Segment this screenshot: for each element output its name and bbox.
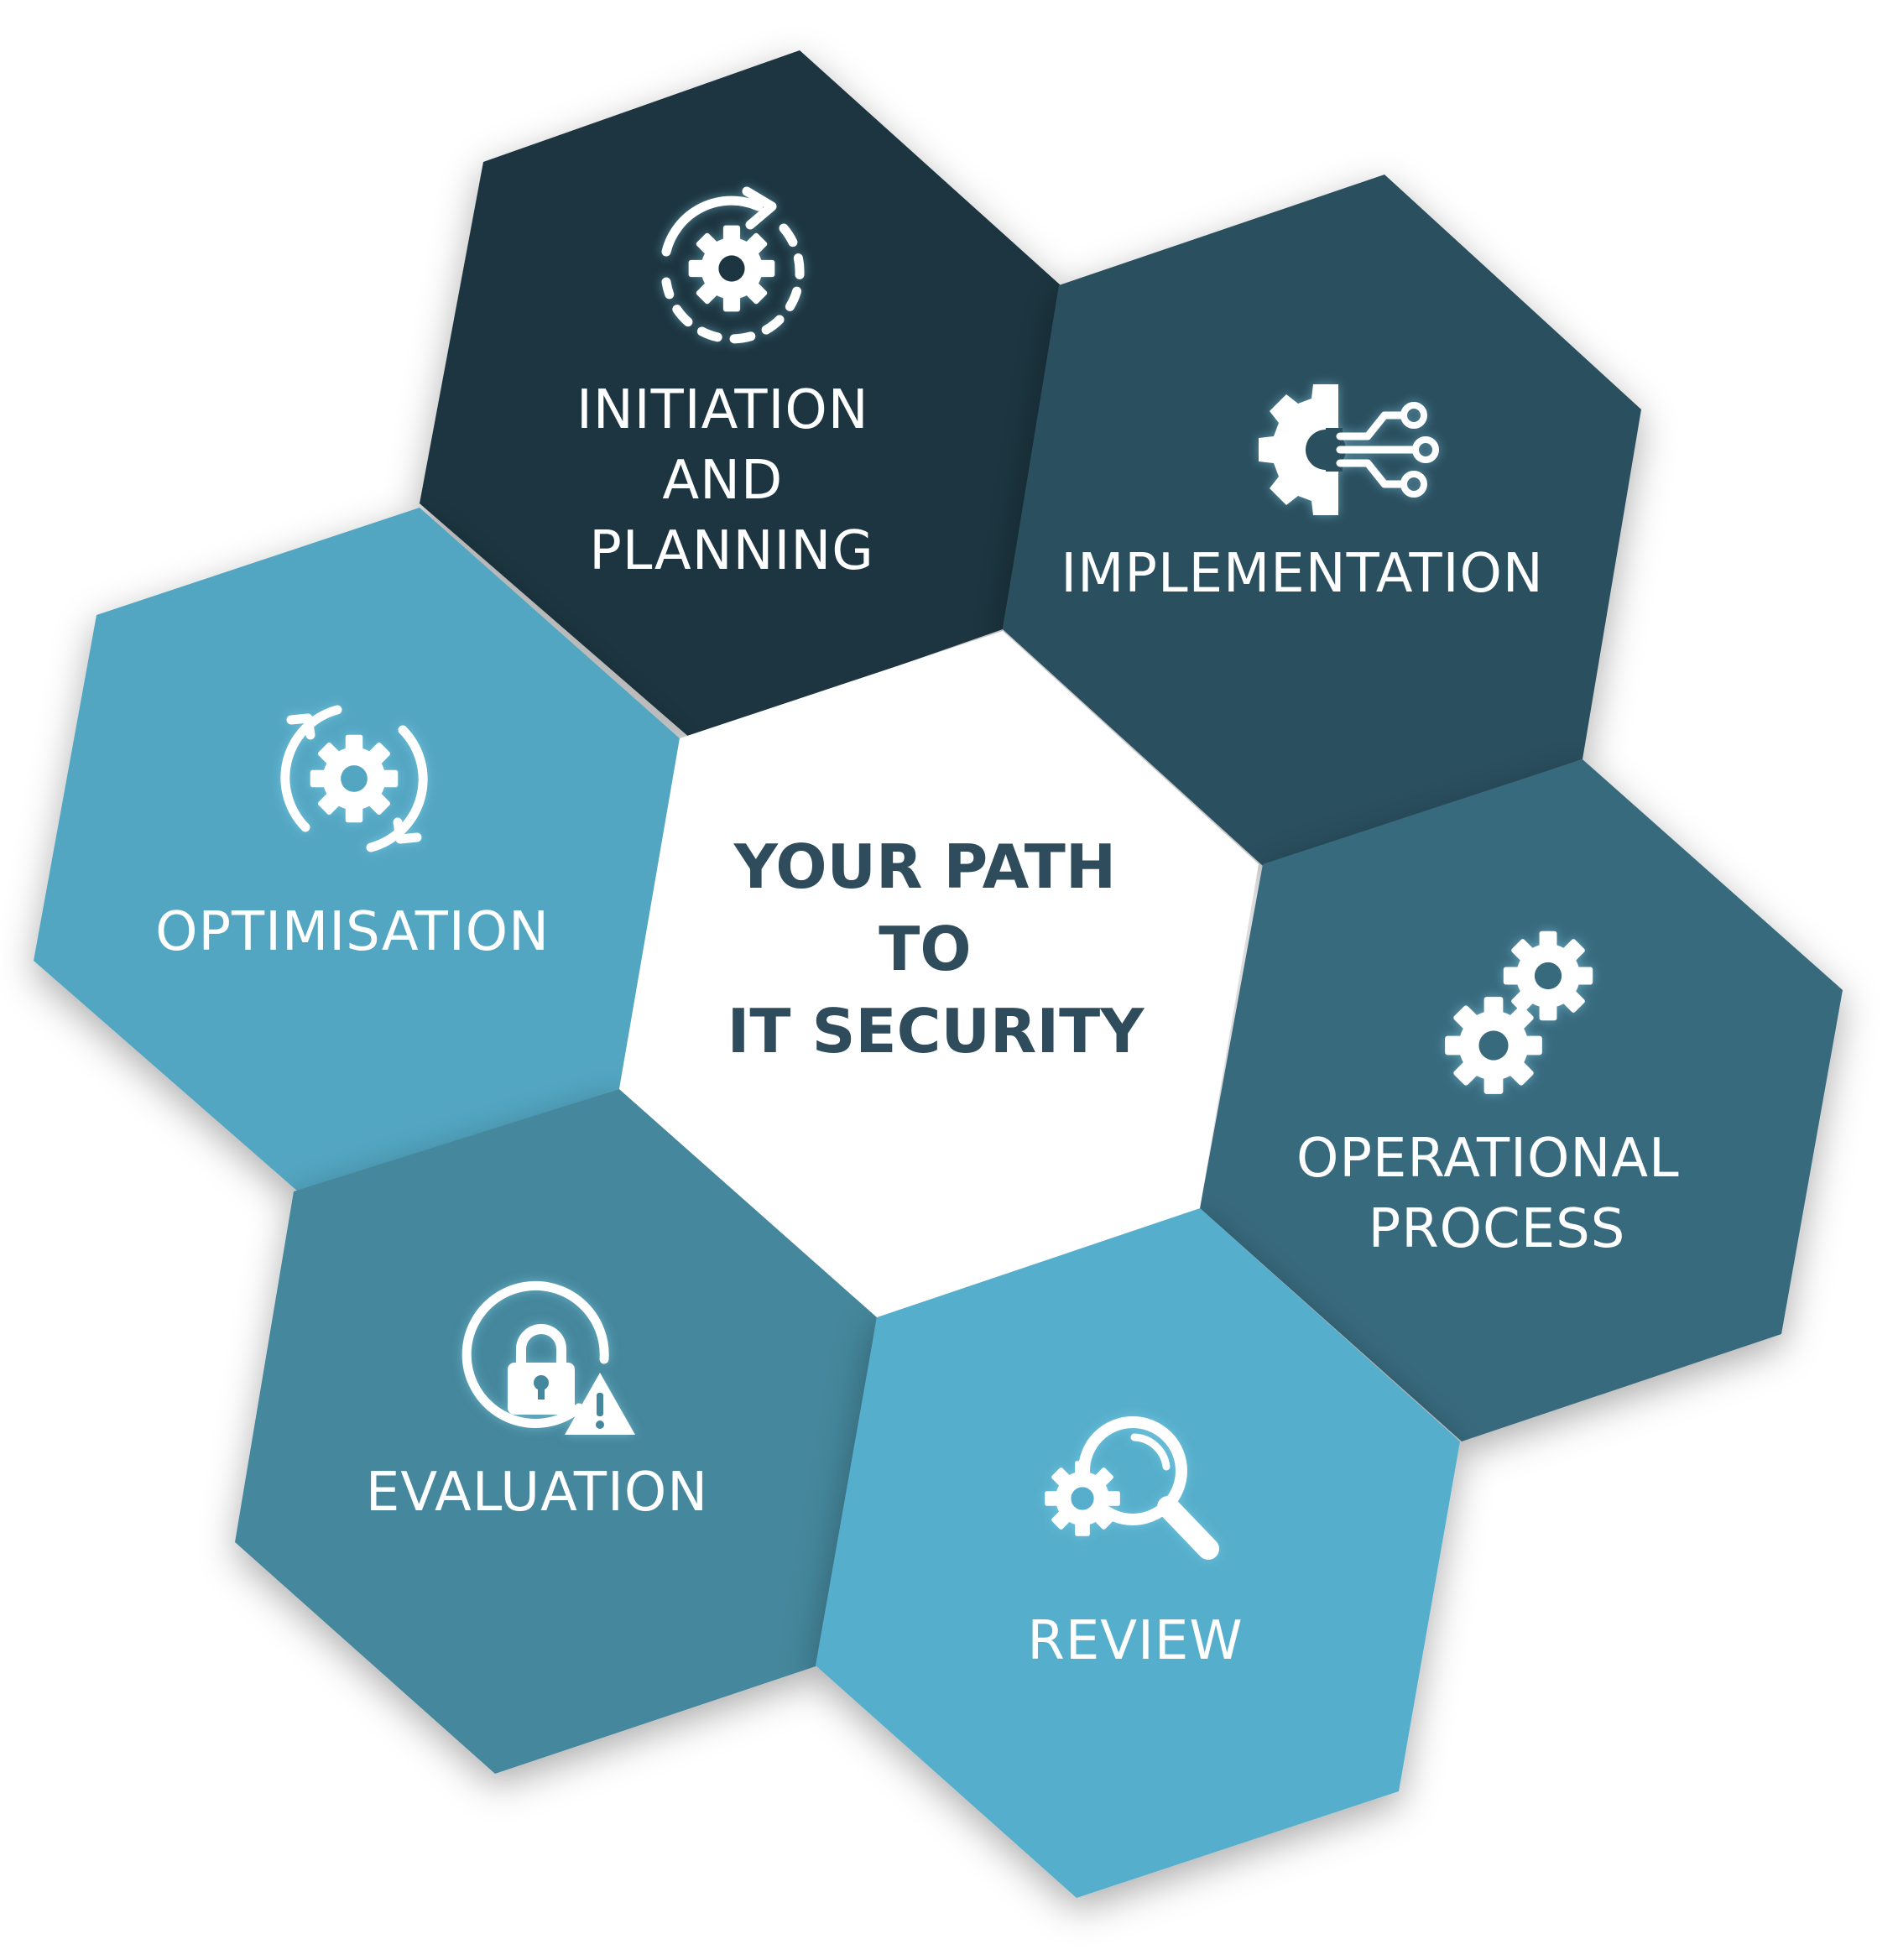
label-review: REVIEW	[1027, 1610, 1243, 1672]
hexagon-optimisation	[34, 508, 680, 1191]
hexagon-evaluation	[235, 1089, 877, 1774]
hexagon-review	[816, 1208, 1460, 1898]
center-title: YOUR PATH TO IT SECURITY	[727, 831, 1145, 1066]
stage-operational-process	[1200, 759, 1843, 1441]
gear-circuit-icon	[1259, 384, 1439, 515]
gear-magnifier-icon	[1045, 1416, 1219, 1560]
stage-review	[816, 1208, 1460, 1898]
refresh-gear-icon	[280, 705, 428, 852]
stage-implementation	[1003, 175, 1641, 866]
cycle-gear-icon	[661, 186, 805, 344]
label-implementation: IMPLEMENTATION	[1061, 543, 1543, 605]
stage-initiation-planning	[420, 50, 1061, 738]
labels: INITIATION AND PLANNING IMPLEMENTATION O…	[155, 379, 1697, 1672]
stage-optimisation	[34, 508, 680, 1191]
label-initiation: INITIATION AND PLANNING	[576, 379, 887, 582]
hexagon-center	[619, 631, 1259, 1317]
label-optimisation: OPTIMISATION	[155, 901, 550, 963]
center-hub	[619, 631, 1259, 1317]
hexagon-operational	[1200, 759, 1843, 1441]
hexagon-initiation	[420, 50, 1061, 738]
lock-warning-icon	[461, 1280, 635, 1435]
stage-evaluation	[235, 1089, 877, 1774]
label-operational-process: OPERATIONAL PROCESS	[1296, 1128, 1697, 1260]
hexagon-implementation	[1003, 175, 1641, 866]
label-evaluation: EVALUATION	[366, 1462, 708, 1524]
